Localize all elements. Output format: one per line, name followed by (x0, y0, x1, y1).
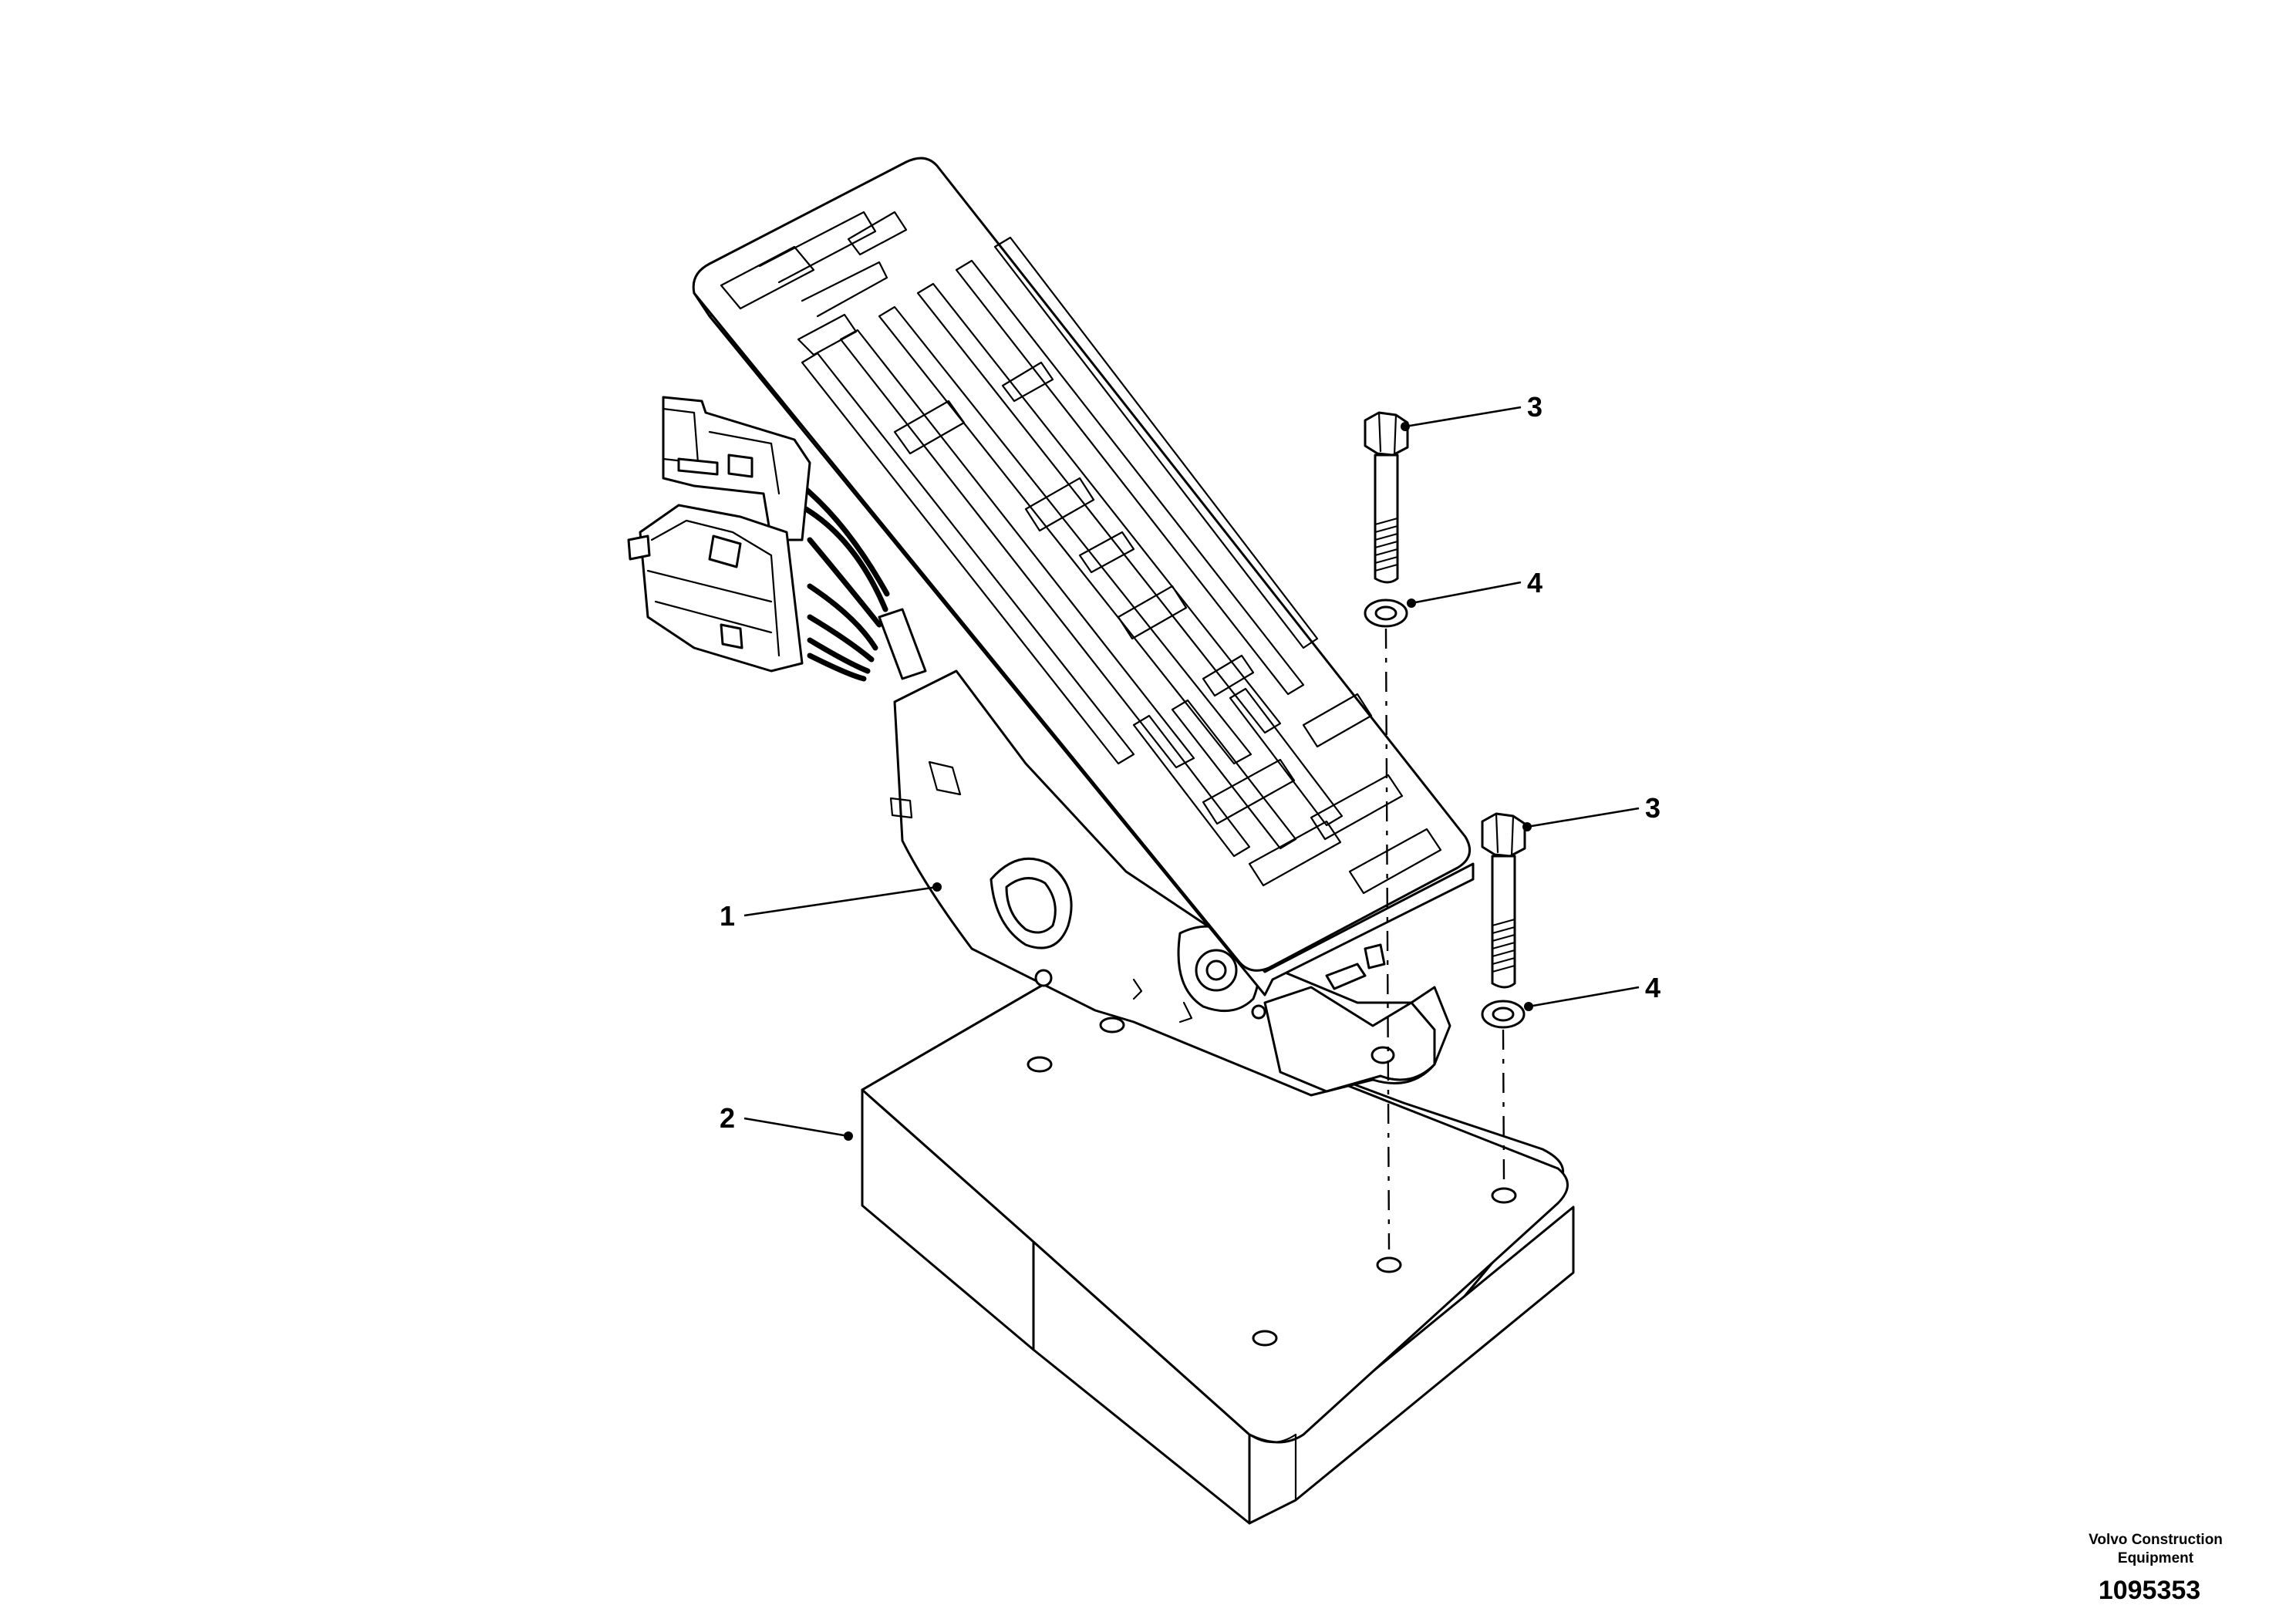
callout-4-lower: 4 (1524, 972, 1660, 1011)
callout-2: 2 (720, 1102, 853, 1141)
hex-bolt-lower (1481, 812, 1526, 989)
callout-1-label: 1 (720, 900, 735, 932)
document-number: 1095353 (2098, 1576, 2201, 1605)
callout-4-upper-label: 4 (1527, 567, 1542, 599)
pedal-base-bracket (889, 669, 1451, 1097)
callout-4-lower-label: 4 (1645, 972, 1660, 1003)
hex-bolt-upper (1364, 411, 1409, 584)
centerline-lower (1502, 1029, 1505, 1181)
company-line-2: Equipment (2117, 1550, 2194, 1566)
callout-2-label: 2 (720, 1102, 735, 1134)
electrical-connector (627, 396, 927, 682)
spring-washer-upper (1364, 599, 1408, 628)
callout-3-upper: 3 (1401, 391, 1542, 431)
pedal-plate (692, 157, 1475, 996)
company-name: Volvo Construction Equipment (2063, 1531, 2248, 1568)
callout-3-lower: 3 (1522, 792, 1660, 831)
centerline-upper (1384, 628, 1391, 1250)
callout-1: 1 (720, 882, 942, 932)
callout-3-lower-label: 3 (1645, 792, 1660, 824)
callout-4-upper: 4 (1407, 567, 1542, 608)
company-line-1: Volvo Construction (2089, 1532, 2223, 1548)
callout-3-upper-label: 3 (1527, 391, 1542, 423)
spring-washer-lower (1481, 1000, 1526, 1029)
